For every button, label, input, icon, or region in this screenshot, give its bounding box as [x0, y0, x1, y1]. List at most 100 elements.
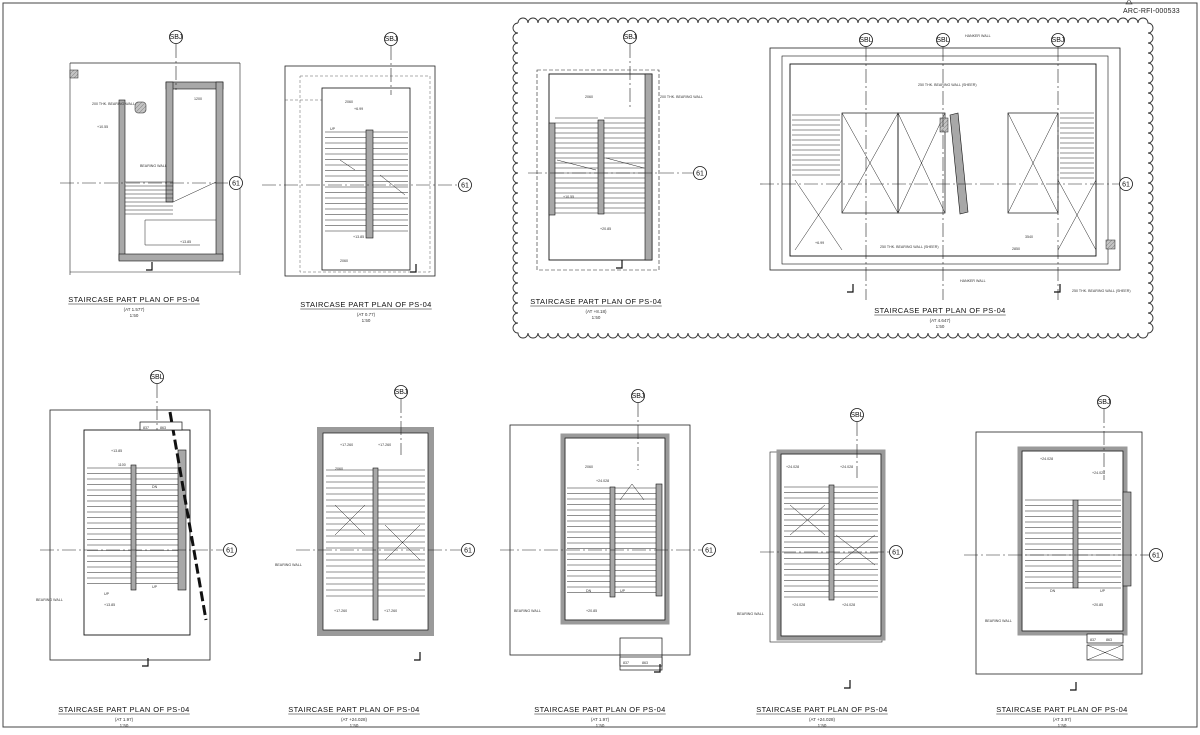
svg-text:837: 837	[143, 426, 149, 430]
svg-text:3540: 3540	[1025, 235, 1033, 239]
svg-text:SBJ: SBJ	[1052, 37, 1065, 44]
svg-text:+20.85: +20.85	[600, 227, 611, 231]
svg-text:+13.85: +13.85	[180, 240, 191, 244]
svg-text:+6.99: +6.99	[815, 241, 824, 245]
svg-text:1200: 1200	[194, 97, 202, 101]
svg-text:SBJ: SBJ	[624, 34, 637, 41]
grid-bubble-61-3: 61	[528, 166, 707, 180]
svg-text:SBJ: SBJ	[395, 389, 408, 396]
plan-scale: 1:50	[596, 723, 605, 728]
plan-level-note: (AT 1.577)	[124, 307, 145, 312]
svg-text:SBL: SBL	[859, 37, 872, 44]
grid-bubble-sbj-2: SBJ	[384, 32, 398, 95]
svg-text:SBJ: SBJ	[632, 393, 645, 400]
svg-text:+6.99: +6.99	[354, 107, 363, 111]
plan-level-note: (AT +8.18)	[586, 309, 607, 314]
grid-bubble-61-1: 61	[60, 176, 243, 190]
svg-text:UP: UP	[104, 592, 110, 596]
staircase-plan-1: 200 THK. BEARING WALL 1200 BEARING WALL …	[69, 62, 241, 275]
staircase-plan-8: +24.028 +24.028 +24.028 +24.028 BEARING …	[737, 449, 886, 643]
plan-level-note: (AT 0.77)	[357, 312, 376, 317]
section-mark-7	[414, 652, 421, 661]
svg-text:2060: 2060	[345, 100, 353, 104]
svg-text:837: 837	[1090, 638, 1096, 642]
svg-text:61: 61	[226, 548, 234, 555]
svg-text:+13.85: +13.85	[104, 603, 115, 607]
svg-text:DN: DN	[586, 589, 592, 593]
svg-text:+24.028: +24.028	[596, 479, 609, 483]
svg-text:2060: 2060	[585, 465, 593, 469]
svg-text:UP: UP	[1100, 589, 1106, 593]
svg-text:61: 61	[232, 181, 240, 188]
svg-text:863: 863	[642, 661, 648, 665]
svg-text:2060: 2060	[340, 259, 348, 263]
svg-text:BEARING WALL: BEARING WALL	[140, 164, 167, 168]
section-mark-5	[1054, 284, 1061, 293]
grid-bubble-61-6: 61	[296, 543, 475, 557]
grid-bubble-61-8: 61	[760, 545, 903, 559]
staircase-plan-2: 2060 +6.99 +13.85 2060 UP	[284, 65, 436, 277]
section-mark-3	[616, 260, 623, 269]
svg-text:863: 863	[160, 426, 166, 430]
svg-text:2060: 2060	[335, 467, 343, 471]
plan-scale: 1:50	[936, 324, 945, 329]
plan-level-note: (AT +24.028)	[341, 717, 367, 722]
plan-scale: 1:50	[120, 723, 129, 728]
svg-text:+24.028: +24.028	[840, 465, 853, 469]
staircase-plan-9: 837 863 +24.028 +24.028 +20.85 BEARING W…	[975, 431, 1143, 675]
svg-text:UP: UP	[152, 585, 158, 589]
grid-bubble-sbj-9: SBJ	[1097, 395, 1111, 480]
grid-bubble-sbl-5: SBL	[150, 370, 164, 430]
staircase-plan-7: 837 863 2060 +24.028 +20.85 BEARING WALL…	[509, 424, 691, 671]
svg-text:BEARING WALL: BEARING WALL	[36, 598, 63, 602]
section-mark-10	[1070, 682, 1077, 691]
plan-title-text: STAIRCASE PART PLAN OF PS-04	[68, 295, 200, 304]
svg-text:2060: 2060	[585, 95, 593, 99]
plan-title-text: STAIRCASE PART PLAN OF PS-04	[288, 705, 420, 714]
plan-title-4: STAIRCASE PART PLAN OF PS-04(AT 4.647)1:…	[874, 306, 1006, 329]
svg-text:SBL: SBL	[936, 37, 949, 44]
svg-text:SBJ: SBJ	[385, 36, 398, 43]
plan-title-9: STAIRCASE PART PLAN OF PS-04(AT 3.97)1:5…	[996, 705, 1128, 728]
svg-text:+24.028: +24.028	[842, 603, 855, 607]
svg-text:UP: UP	[620, 589, 626, 593]
plan-title-text: STAIRCASE PART PLAN OF PS-04	[58, 705, 190, 714]
section-mark-4	[847, 284, 854, 293]
grid-bubble-sbl-4b: SBL	[936, 33, 950, 300]
plan-title-1: STAIRCASE PART PLAN OF PS-04 (AT 1.577)1:…	[68, 295, 200, 318]
svg-text:+13.85: +13.85	[111, 449, 122, 453]
svg-text:+24.028: +24.028	[1092, 471, 1105, 475]
svg-text:BEARING WALL: BEARING WALL	[985, 619, 1012, 623]
svg-text:DN: DN	[152, 485, 158, 489]
svg-text:SBL: SBL	[850, 412, 863, 419]
svg-text:2850: 2850	[1012, 247, 1020, 251]
svg-text:863: 863	[1106, 638, 1112, 642]
svg-text:+20.85: +20.85	[586, 609, 597, 613]
svg-text:BEARING WALL: BEARING WALL	[514, 609, 541, 613]
svg-text:UP: UP	[330, 127, 336, 131]
svg-text:+24.028: +24.028	[1040, 457, 1053, 461]
plan-scale: 1:50	[130, 313, 139, 318]
svg-text:61: 61	[1152, 553, 1160, 560]
plan-scale: 1:50	[362, 318, 371, 323]
grid-bubble-61-7: 61	[500, 543, 716, 557]
section-mark-2	[410, 264, 417, 273]
plan-level-note: (AT 3.97)	[1053, 717, 1072, 722]
plan-title-text: STAIRCASE PART PLAN OF PS-04	[530, 297, 662, 306]
revision-reference: ARC-RFI-000533	[1123, 0, 1180, 15]
svg-text:+17.260: +17.260	[340, 443, 353, 447]
svg-text:+17.260: +17.260	[378, 443, 391, 447]
svg-text:HANKER WALL: HANKER WALL	[965, 34, 991, 38]
plan-title-text: STAIRCASE PART PLAN OF PS-04	[300, 300, 432, 309]
svg-text:SBJ: SBJ	[1098, 399, 1111, 406]
plan-title-3: STAIRCASE PART PLAN OF PS-04(AT +8.18)1:…	[530, 297, 662, 320]
section-mark-8	[654, 664, 661, 673]
svg-text:61: 61	[461, 183, 469, 190]
staircase-plan-5: 837 863 DN UP UP BEARING WALL +13.85 +13…	[36, 409, 211, 661]
grid-bubble-sbj-4: SBJ	[1051, 33, 1065, 300]
grid-bubble-sbl-4: SBL	[859, 33, 873, 300]
staircase-plan-6: +17.260 +17.260 2060 +17.260 +17.260 BEA…	[275, 427, 434, 636]
